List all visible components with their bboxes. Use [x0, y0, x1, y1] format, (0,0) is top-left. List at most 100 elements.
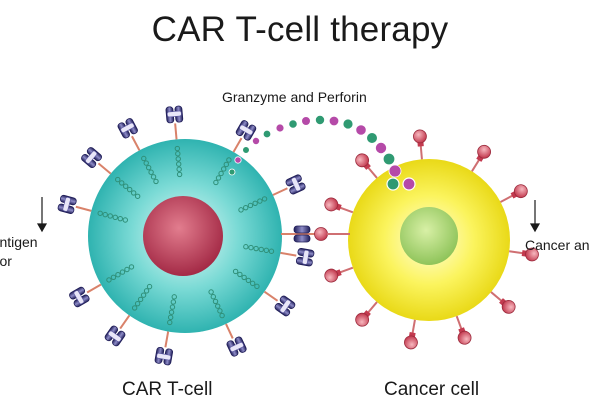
- signaling-bead: [217, 308, 223, 314]
- signaling-bead: [141, 155, 147, 162]
- signaling-bead: [106, 277, 112, 283]
- signaling-bead: [253, 245, 259, 252]
- signaling-bead: [134, 300, 141, 307]
- signaling-bead: [215, 303, 221, 309]
- signaling-bead: [232, 268, 239, 275]
- signaling-bead: [268, 248, 275, 254]
- page-title: CAR T-cell therapy: [151, 10, 449, 49]
- arrow-antigen-label: [529, 200, 541, 233]
- granule: [402, 177, 416, 191]
- car-label-line1: ric antigen: [0, 234, 38, 250]
- car-receptor-icon: [56, 193, 95, 220]
- signaling-bead: [112, 214, 118, 221]
- signaling-bead: [238, 207, 244, 213]
- signaling-bead: [252, 200, 258, 206]
- signaling-bead: [218, 170, 224, 177]
- signaling-bead: [219, 312, 225, 319]
- signaling-bead: [115, 272, 121, 278]
- signaling-bead: [257, 198, 263, 204]
- signaling-bead: [130, 190, 137, 196]
- signaling-bead: [241, 274, 247, 281]
- signaling-bead: [170, 299, 177, 305]
- arrow-car-label: [36, 197, 48, 233]
- signaling-bead: [153, 178, 159, 185]
- signaling-bead: [263, 247, 270, 254]
- signaling-bead: [107, 213, 113, 219]
- signaling-bead: [143, 288, 150, 294]
- granule: [382, 152, 396, 166]
- signaling-bead: [167, 319, 173, 326]
- car-receptor-icon: [153, 329, 178, 367]
- cancer-antigen-label: Cancer an: [525, 237, 590, 253]
- signaling-bead: [208, 289, 214, 295]
- cancer-antigen-icon: [449, 312, 474, 348]
- signaling-bead: [148, 169, 154, 175]
- signaling-bead: [212, 298, 219, 305]
- signaling-bead: [150, 174, 157, 180]
- car-t-cell-label: CAR T-cell: [122, 379, 213, 400]
- signaling-bead: [245, 277, 252, 284]
- signaling-bead: [213, 179, 219, 186]
- signaling-bead: [134, 193, 141, 199]
- signaling-bead: [128, 264, 135, 270]
- signaling-bead: [221, 166, 227, 172]
- car-receptor-icon: [164, 104, 186, 142]
- signaling-bead: [176, 171, 183, 178]
- cancer-cell-label: Cancer cell: [384, 379, 480, 400]
- signaling-bead: [210, 294, 217, 300]
- granule: [228, 168, 236, 176]
- signaling-bead: [119, 269, 126, 275]
- granule: [288, 119, 298, 129]
- t-cell-nucleus: [143, 196, 223, 276]
- granule: [251, 136, 260, 145]
- signaling-bead: [248, 244, 254, 251]
- car-label-line2: ceptor: [0, 253, 12, 269]
- signaling-bead: [137, 296, 144, 303]
- granule: [314, 115, 325, 126]
- signaling-bead: [176, 166, 182, 172]
- signaling-bead: [174, 145, 181, 152]
- car-receptor-icon: [217, 319, 249, 359]
- granule: [262, 129, 272, 139]
- signaling-bead: [119, 180, 125, 186]
- car-receptor-icon: [268, 172, 308, 204]
- signaling-bead: [243, 244, 249, 250]
- granule: [328, 115, 340, 127]
- signaling-bead: [176, 161, 182, 167]
- signaling-bead: [258, 246, 264, 253]
- signaling-bead: [261, 196, 268, 202]
- signaling-bead: [143, 160, 149, 166]
- granule: [366, 132, 378, 144]
- signaling-bead: [97, 210, 103, 216]
- car-receptor-icon: [67, 276, 106, 309]
- signaling-bead: [140, 292, 147, 298]
- signaling-bead: [115, 176, 121, 183]
- signaling-bead: [117, 215, 123, 222]
- signaling-bead: [131, 305, 138, 311]
- cancer-cell-nucleus: [400, 207, 458, 265]
- signaling-bead: [226, 157, 232, 163]
- granzyme-perforin-label: Granzyme and Perforin: [222, 89, 367, 105]
- signaling-bead: [126, 186, 133, 193]
- cancer-antigen-icon: [321, 195, 357, 220]
- signaling-bead: [169, 304, 176, 310]
- signaling-bead: [249, 280, 256, 287]
- signaling-bead: [110, 274, 117, 280]
- signaling-bead: [175, 156, 181, 162]
- car-receptor-icon: [225, 118, 258, 157]
- signaling-bead: [247, 202, 254, 209]
- granule: [275, 123, 285, 133]
- granule: [386, 177, 400, 191]
- chimeric-antigen-receptor-label: ric antigen ceptor: [0, 233, 38, 271]
- granule: [242, 146, 250, 154]
- signaling-bead: [124, 266, 130, 273]
- signaling-bead: [171, 294, 177, 300]
- signaling-bead: [123, 183, 129, 189]
- signaling-bead: [254, 283, 260, 290]
- signaling-bead: [145, 164, 152, 171]
- car-receptor-icon: [115, 116, 148, 156]
- granule: [355, 124, 367, 136]
- granule: [374, 141, 387, 154]
- signaling-bead: [168, 309, 175, 315]
- cancer-antigen-icon: [496, 181, 531, 209]
